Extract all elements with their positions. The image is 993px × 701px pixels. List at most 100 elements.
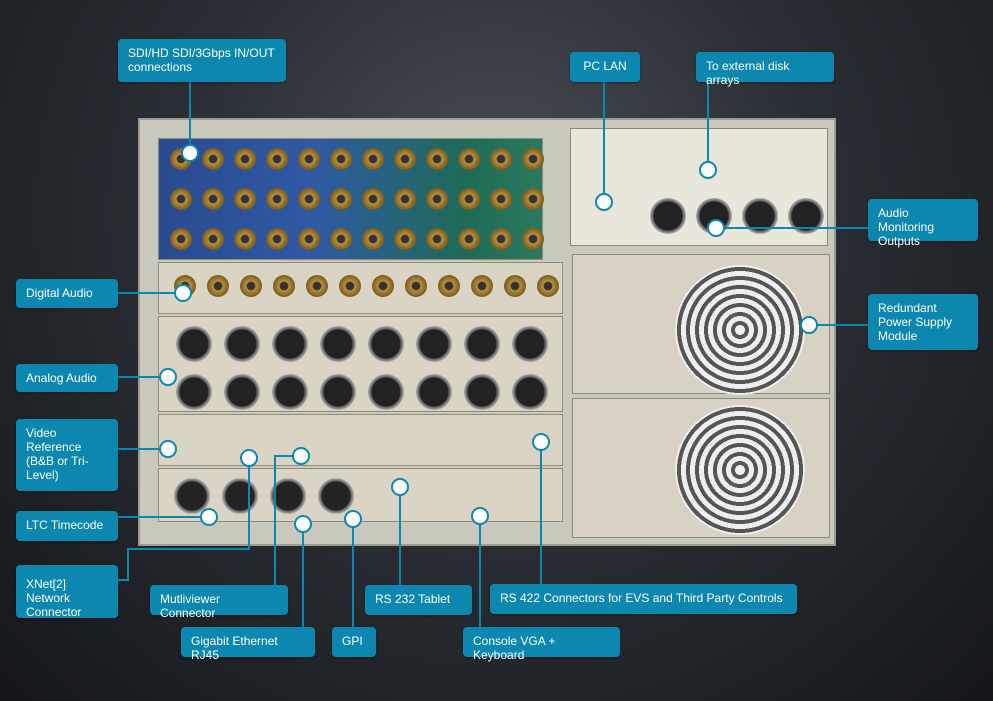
bnc-connector-icon	[471, 275, 493, 297]
xlr-connector-icon	[368, 326, 404, 362]
bnc-connector-icon	[240, 275, 262, 297]
bnc-connector-icon	[394, 148, 416, 170]
callout-rs422: RS 422 Connectors for EVS and Third Part…	[490, 584, 797, 614]
bnc-connector-icon	[266, 148, 288, 170]
marker-rs422	[532, 433, 550, 451]
xlr-connector-icon	[650, 198, 686, 234]
callout-digital-audio: Digital Audio	[16, 279, 118, 308]
bnc-connector-icon	[458, 188, 480, 210]
xlr-connector-icon	[368, 374, 404, 410]
bnc-connector-icon	[362, 148, 384, 170]
bnc-connector-icon	[330, 148, 352, 170]
bnc-connector-icon	[170, 228, 192, 250]
bnc-connector-icon	[426, 148, 448, 170]
bnc-connector-icon	[234, 148, 256, 170]
bnc-connector-icon	[330, 228, 352, 250]
bnc-connector-icon	[458, 148, 480, 170]
bnc-connector-icon	[298, 228, 320, 250]
bnc-connector-icon	[330, 188, 352, 210]
xlr-connector-icon	[272, 326, 308, 362]
bnc-connector-icon	[405, 275, 427, 297]
bnc-connector-icon	[522, 188, 544, 210]
callout-sdi: SDI/HD SDI/3Gbps IN/OUT connections	[118, 39, 286, 82]
bnc-connector-icon	[458, 228, 480, 250]
fan-2	[675, 405, 805, 535]
bnc-connector-icon	[426, 188, 448, 210]
callout-ltc: LTC Timecode	[16, 511, 118, 541]
bnc-connector-icon	[394, 228, 416, 250]
bnc-connector-icon	[504, 275, 526, 297]
xlr-connector-icon	[464, 374, 500, 410]
bnc-connector-icon	[490, 148, 512, 170]
callout-gpi: GPI	[332, 627, 376, 657]
marker-disk	[699, 161, 717, 179]
bnc-connector-icon	[234, 228, 256, 250]
marker-video-ref	[159, 440, 177, 458]
bnc-connector-icon	[266, 188, 288, 210]
bnc-connector-icon	[202, 228, 224, 250]
marker-gpi	[344, 510, 362, 528]
callout-rs232: RS 232 Tablet	[365, 585, 472, 615]
xlr-connector-icon	[318, 478, 354, 514]
marker-power	[800, 316, 818, 334]
callout-analog-audio: Analog Audio	[16, 364, 118, 392]
marker-audio-monitoring	[707, 219, 725, 237]
marker-rs232	[391, 478, 409, 496]
callout-disk: To external disk arrays	[696, 52, 834, 87]
bnc-connector-icon	[202, 148, 224, 170]
xlr-connector-icon	[320, 326, 356, 362]
callout-pc-lan: PC LAN	[570, 52, 640, 82]
marker-multiviewer	[292, 447, 310, 465]
marker-digital-audio	[174, 284, 192, 302]
bnc-connector-icon	[234, 188, 256, 210]
xlr-connector-icon	[416, 326, 452, 362]
bnc-connector-icon	[202, 188, 224, 210]
bnc-connector-icon	[426, 228, 448, 250]
xlr-connector-icon	[222, 478, 258, 514]
xlr-connector-icon	[416, 374, 452, 410]
bnc-connector-icon	[207, 275, 229, 297]
callout-console: Console VGA + Keyboard	[463, 627, 620, 662]
bnc-connector-icon	[537, 275, 559, 297]
xlr-connector-icon	[176, 326, 212, 362]
callout-multiviewer: Mutliviewer Connector	[150, 585, 288, 620]
bnc-connector-icon	[362, 188, 384, 210]
callout-gigabit: Gigabit Ethernet RJ45	[181, 627, 315, 662]
fan-1	[675, 265, 805, 395]
xlr-connector-icon	[224, 374, 260, 410]
timecode-network-panel	[158, 468, 563, 522]
bnc-connector-icon	[339, 275, 361, 297]
bnc-connector-icon	[273, 275, 295, 297]
xlr-connector-icon	[464, 326, 500, 362]
xlr-connector-icon	[320, 374, 356, 410]
bnc-connector-icon	[306, 275, 328, 297]
bnc-connector-icon	[522, 148, 544, 170]
reference-panel	[158, 414, 563, 466]
evs-label-panel	[570, 128, 828, 246]
marker-gigabit	[294, 515, 312, 533]
xlr-connector-icon	[176, 374, 212, 410]
callout-audio-monitoring: Audio Monitoring Outputs	[868, 199, 978, 248]
bnc-connector-icon	[490, 228, 512, 250]
marker-ltc	[200, 508, 218, 526]
xlr-connector-icon	[512, 374, 548, 410]
marker-sdi	[181, 144, 199, 162]
bnc-connector-icon	[438, 275, 460, 297]
callout-power: Redundant Power Supply Module	[868, 294, 978, 350]
bnc-connector-icon	[170, 188, 192, 210]
bnc-connector-icon	[298, 148, 320, 170]
bnc-connector-icon	[298, 188, 320, 210]
evs-server-back-panel	[138, 118, 836, 546]
bnc-connector-icon	[394, 188, 416, 210]
bnc-connector-icon	[362, 228, 384, 250]
marker-analog-audio	[159, 368, 177, 386]
marker-pc-lan	[595, 193, 613, 211]
marker-console	[471, 507, 489, 525]
callout-video-ref: Video Reference (B&B or Tri-Level)	[16, 419, 118, 491]
bnc-connector-icon	[266, 228, 288, 250]
marker-xnet	[240, 449, 258, 467]
xlr-connector-icon	[272, 374, 308, 410]
xlr-connector-icon	[512, 326, 548, 362]
bnc-connector-icon	[522, 228, 544, 250]
bnc-connector-icon	[490, 188, 512, 210]
